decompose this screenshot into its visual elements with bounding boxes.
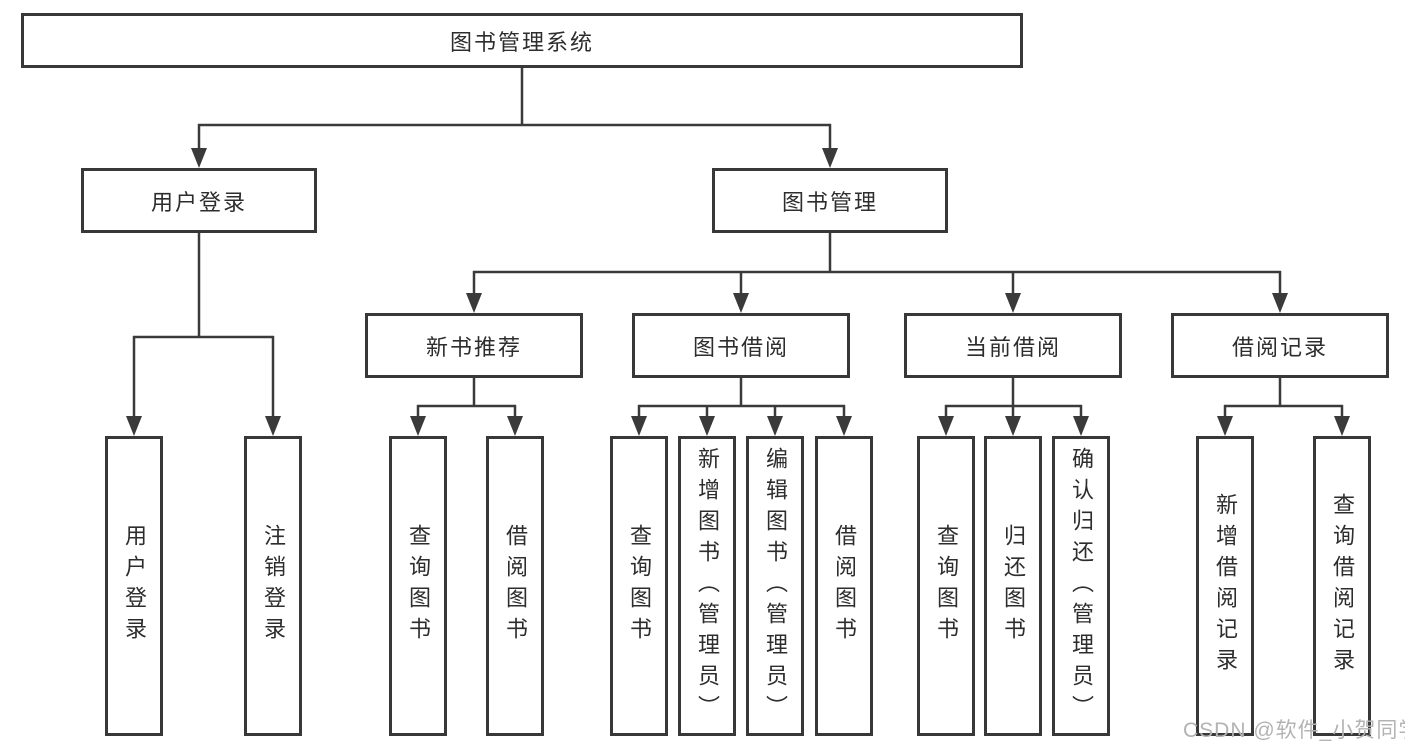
leaf-edit-book-admin: 编辑图书（管理员） [746,436,804,736]
leaf-add-borrow-record: 新增借阅记录 [1196,436,1254,736]
leaf-query-book-borrow: 查询图书 [610,436,668,736]
leaf-return-book: 归还图书 [984,436,1042,736]
leaf-query-borrow-record: 查询借阅记录 [1313,436,1371,736]
leaf-borrow-book: 借阅图书 [815,436,873,736]
leaf-logout: 注销登录 [244,436,302,736]
leaf-borrow-book-recommend: 借阅图书 [486,436,544,736]
node-root-system: 图书管理系统 [21,13,1023,68]
node-borrow-record: 借阅记录 [1171,313,1389,378]
leaf-query-book-recommend: 查询图书 [389,436,447,736]
leaf-confirm-return-admin: 确认归还（管理员） [1052,436,1110,736]
leaf-query-book-current: 查询图书 [917,436,975,736]
leaf-add-book-admin: 新增图书（管理员） [678,436,736,736]
node-new-book-recommend: 新书推荐 [365,313,583,378]
leaf-user-login: 用户登录 [105,436,163,736]
node-current-borrow: 当前借阅 [904,313,1122,378]
node-user-login: 用户登录 [81,168,317,233]
node-book-borrow: 图书借阅 [632,313,850,378]
node-book-management: 图书管理 [712,168,948,233]
